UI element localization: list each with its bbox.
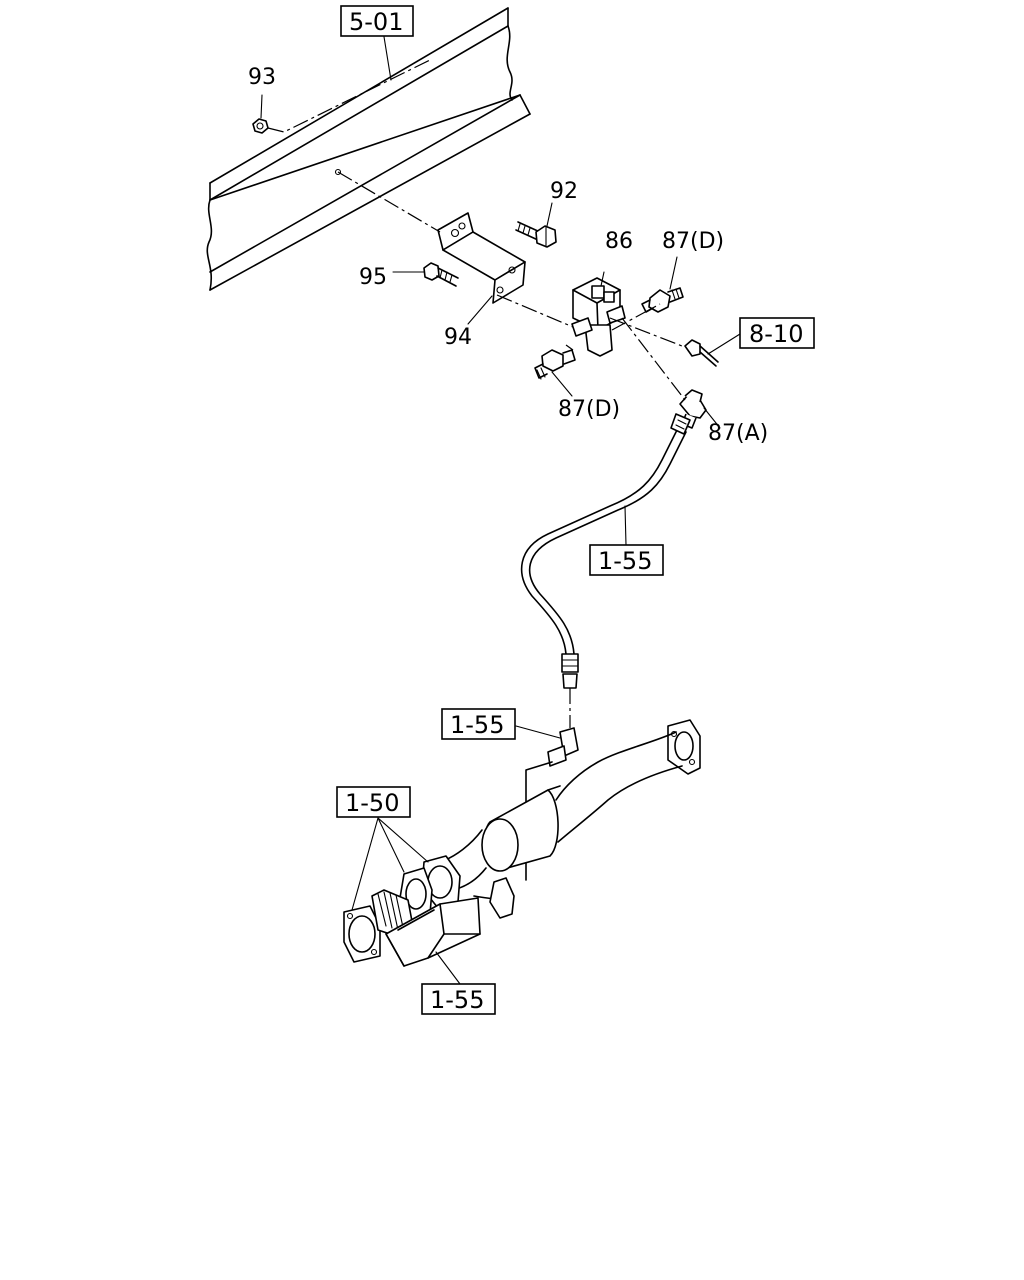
fitting-87d-lower: [534, 349, 576, 397]
bolt-95: [392, 262, 459, 287]
label-part-93: 93: [248, 65, 276, 90]
tube-1-55: [520, 413, 691, 689]
ref-box-5-01[interactable]: 5-01: [340, 5, 414, 37]
bracket-94: [437, 212, 526, 304]
label-part-92: 92: [550, 179, 578, 204]
reference-leaders: [351, 11, 461, 985]
ref-label-8-10: 8-10: [749, 320, 803, 348]
label-part-87d-bottom: 87(D): [558, 397, 620, 422]
ref-box-1-55-mid[interactable]: 1-55: [589, 544, 664, 576]
nut-93: [252, 94, 269, 134]
fitting-87d-upper: [641, 256, 684, 313]
frame-rail: [206, 7, 531, 291]
label-part-95: 95: [359, 265, 387, 290]
ref-box-1-50[interactable]: 1-50: [336, 786, 411, 818]
assembly-lines: [267, 59, 686, 728]
exhaust-pipe-assembly: [343, 719, 701, 967]
label-part-86: 86: [605, 229, 633, 254]
leader-94: [467, 295, 493, 325]
bolt-92: [515, 202, 557, 248]
label-part-94: 94: [444, 325, 472, 350]
label-part-87a: 87(A): [708, 421, 768, 446]
ref-box-8-10[interactable]: 8-10: [739, 317, 815, 349]
ref-box-1-55-low[interactable]: 1-55: [441, 708, 516, 740]
ref-label-5-01: 5-01: [349, 8, 403, 36]
ref-label-1-55-bottom: 1-55: [430, 986, 484, 1014]
ref-label-1-55-low: 1-55: [450, 711, 504, 739]
valve-86: [571, 271, 626, 357]
label-part-87d-top: 87(D): [662, 229, 724, 254]
ref-label-1-50: 1-50: [345, 789, 399, 817]
ref-box-1-55-bottom[interactable]: 1-55: [421, 983, 496, 1015]
connector-8-10: [684, 333, 741, 367]
ref-label-1-55-mid: 1-55: [598, 547, 652, 575]
